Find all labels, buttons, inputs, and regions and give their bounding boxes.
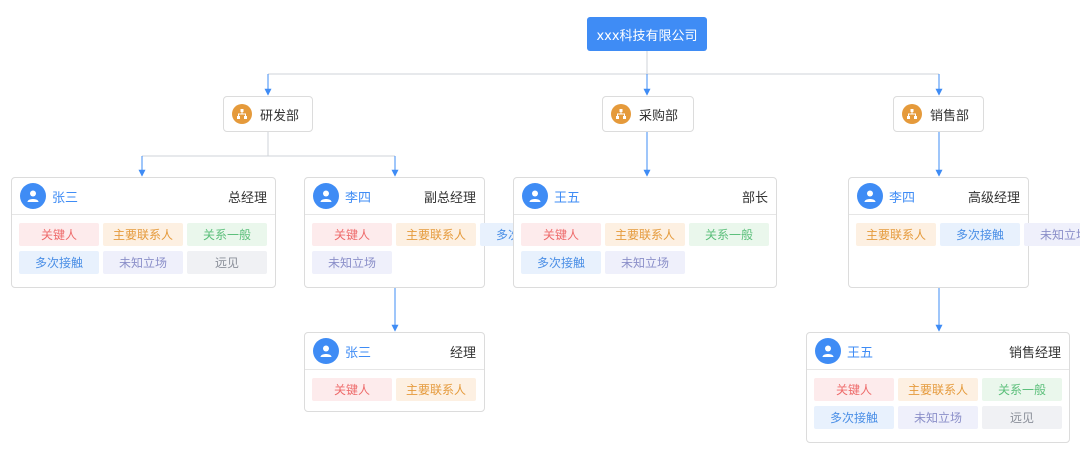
person-title: 高级经理 bbox=[967, 190, 1020, 206]
person-card-header: 李四 高级经理 bbox=[849, 178, 1028, 215]
person-card-header: 王五 部长 bbox=[514, 178, 776, 215]
tag-badge: 多次接触 bbox=[19, 251, 99, 274]
tag-badge: 多次接触 bbox=[814, 406, 894, 429]
tag-badge: 关系一般 bbox=[689, 223, 769, 246]
tag-badge: 关键人 bbox=[312, 223, 392, 246]
person-name[interactable]: 王五 bbox=[554, 190, 581, 206]
org-structure-icon bbox=[902, 104, 922, 124]
tag-list: 关键人主要联系人关系一般多次接触未知立场远见 bbox=[12, 215, 275, 282]
user-avatar-icon bbox=[857, 183, 883, 209]
department-node-purchase[interactable]: 采购部 bbox=[602, 96, 694, 132]
person-card[interactable]: 李四 高级经理主要联系人多次接触未知立场 bbox=[848, 177, 1080, 288]
department-node-sales[interactable]: 销售部 bbox=[893, 96, 984, 132]
tag-list: 关键人主要联系人多次接触未知立场 bbox=[305, 215, 560, 282]
company-node[interactable]: xxx科技有限公司 bbox=[587, 17, 707, 51]
tag-badge: 主要联系人 bbox=[396, 378, 476, 401]
department-label: 研发部 bbox=[260, 108, 300, 124]
person-title: 销售经理 bbox=[1008, 345, 1061, 361]
person-card[interactable]: 王五 部长关键人主要联系人关系一般多次接触未知立场 bbox=[513, 177, 777, 288]
department-label: 销售部 bbox=[930, 108, 970, 124]
person-title: 副总经理 bbox=[423, 190, 476, 206]
person-name[interactable]: 张三 bbox=[345, 345, 372, 361]
person-card[interactable]: 张三 总经理关键人主要联系人关系一般多次接触未知立场远见 bbox=[11, 177, 276, 288]
company-name: xxx科技有限公司 bbox=[596, 28, 698, 44]
person-title: 部长 bbox=[741, 190, 768, 206]
person-name[interactable]: 李四 bbox=[889, 190, 916, 206]
person-card[interactable]: 王五 销售经理关键人主要联系人关系一般多次接触未知立场远见 bbox=[806, 332, 1070, 443]
tag-badge: 关键人 bbox=[814, 378, 894, 401]
tag-list: 关键人主要联系人关系一般多次接触未知立场 bbox=[514, 215, 776, 282]
person-name[interactable]: 张三 bbox=[52, 190, 79, 206]
tag-badge: 关系一般 bbox=[187, 223, 267, 246]
department-label: 采购部 bbox=[639, 108, 679, 124]
org-structure-icon bbox=[232, 104, 252, 124]
tag-badge: 未知立场 bbox=[898, 406, 978, 429]
person-card-header: 李四 副总经理 bbox=[305, 178, 484, 215]
org-structure-icon bbox=[611, 104, 631, 124]
tag-badge: 主要联系人 bbox=[605, 223, 685, 246]
tag-badge: 未知立场 bbox=[1024, 223, 1080, 246]
tag-badge: 未知立场 bbox=[312, 251, 392, 274]
tag-list: 关键人主要联系人 bbox=[305, 370, 484, 409]
tag-badge: 未知立场 bbox=[605, 251, 685, 274]
person-card-header: 张三 经理 bbox=[305, 333, 484, 370]
department-node-rd[interactable]: 研发部 bbox=[223, 96, 313, 132]
person-name[interactable]: 王五 bbox=[847, 345, 874, 361]
tag-badge: 关键人 bbox=[521, 223, 601, 246]
user-avatar-icon bbox=[20, 183, 46, 209]
person-title: 总经理 bbox=[227, 190, 267, 206]
tag-badge: 未知立场 bbox=[103, 251, 183, 274]
tag-badge: 关系一般 bbox=[982, 378, 1062, 401]
tag-badge: 多次接触 bbox=[521, 251, 601, 274]
tag-badge: 主要联系人 bbox=[898, 378, 978, 401]
user-avatar-icon bbox=[815, 338, 841, 364]
person-card[interactable]: 张三 经理关键人主要联系人 bbox=[304, 332, 485, 412]
person-name[interactable]: 李四 bbox=[345, 190, 372, 206]
tag-badge: 主要联系人 bbox=[856, 223, 936, 246]
person-card-header: 王五 销售经理 bbox=[807, 333, 1069, 370]
tag-badge: 远见 bbox=[982, 406, 1062, 429]
person-card-header: 张三 总经理 bbox=[12, 178, 275, 215]
tag-list: 关键人主要联系人关系一般多次接触未知立场远见 bbox=[807, 370, 1069, 437]
person-card[interactable]: 李四 副总经理关键人主要联系人多次接触未知立场 bbox=[304, 177, 560, 288]
user-avatar-icon bbox=[313, 338, 339, 364]
tag-badge: 关键人 bbox=[19, 223, 99, 246]
user-avatar-icon bbox=[522, 183, 548, 209]
tag-badge: 远见 bbox=[187, 251, 267, 274]
tag-badge: 关键人 bbox=[312, 378, 392, 401]
tag-list: 主要联系人多次接触未知立场 bbox=[849, 215, 1080, 254]
tag-badge: 主要联系人 bbox=[396, 223, 476, 246]
person-title: 经理 bbox=[449, 345, 476, 361]
tag-badge: 主要联系人 bbox=[103, 223, 183, 246]
user-avatar-icon bbox=[313, 183, 339, 209]
tag-badge: 多次接触 bbox=[940, 223, 1020, 246]
